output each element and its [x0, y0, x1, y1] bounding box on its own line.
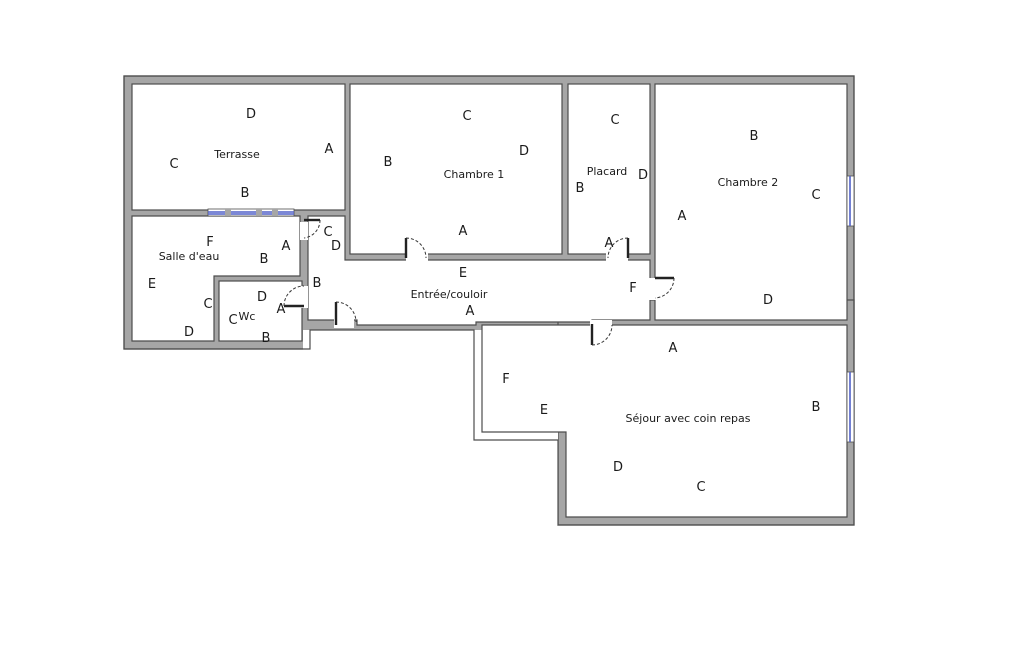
- room-interiors: [131, 83, 848, 518]
- chambre2-window: [846, 175, 855, 227]
- chambre1-wall-label: A: [459, 224, 468, 239]
- chambre2-wall-label: A: [678, 209, 687, 224]
- salle-deau-wall-label: A: [282, 239, 291, 254]
- salle-deau-wall-label: D: [184, 325, 194, 340]
- placard-wall-label: A: [605, 236, 614, 251]
- door-chambre1: [404, 237, 428, 261]
- entree-name: Entrée/couloir: [411, 288, 488, 301]
- chambre1-wall-label: B: [384, 155, 393, 170]
- chambre1-wall-label: D: [519, 144, 529, 159]
- door-salle-deau: [300, 218, 321, 240]
- terrasse-window: [207, 208, 295, 217]
- placard-name: Placard: [587, 165, 628, 178]
- wc-wall-label: D: [257, 290, 267, 305]
- terrasse-wall-label: A: [325, 142, 334, 157]
- door-chambre2: [649, 276, 675, 300]
- salle-deau-room: [131, 215, 301, 342]
- salle-deau-name: Salle d'eau: [159, 250, 220, 263]
- entree-wall-label: C: [323, 225, 332, 240]
- terrasse-wall-label: D: [246, 107, 256, 122]
- doors: [283, 218, 675, 346]
- placard-wall-label: D: [638, 168, 648, 183]
- sejour-window: [846, 371, 855, 443]
- chambre1-wall-label: C: [462, 109, 471, 124]
- placard-wall-label: B: [576, 181, 585, 196]
- chambre2-wall-label: D: [763, 293, 773, 308]
- door-placard: [606, 237, 630, 261]
- sejour-wall-label: A: [669, 341, 678, 356]
- wc-room: [218, 280, 303, 342]
- chambre2-room: [654, 83, 848, 321]
- door-wc: [283, 285, 308, 308]
- entree-wall-label: E: [459, 266, 467, 281]
- wc-wall-label: A: [277, 302, 286, 317]
- chambre1-room: [349, 83, 563, 255]
- placard-room: [567, 83, 651, 255]
- entree-wall-label: F: [629, 281, 636, 296]
- wc-name: Wc: [239, 310, 256, 323]
- chambre2-wall-label: B: [750, 129, 759, 144]
- sejour-wall-label: F: [502, 372, 509, 387]
- door-entrance: [334, 301, 357, 328]
- terrasse-wall-label: B: [241, 186, 250, 201]
- sejour-name: Séjour avec coin repas: [626, 412, 751, 425]
- entree-wall-label: B: [313, 276, 322, 291]
- salle-deau-wall-label: C: [203, 297, 212, 312]
- placard-wall-label: C: [610, 113, 619, 128]
- sejour-wall-label: B: [812, 400, 821, 415]
- entree-wall-label: A: [466, 304, 475, 319]
- sejour-wall-label: D: [613, 460, 623, 475]
- chambre2-wall-label: C: [811, 188, 820, 203]
- entree-wall-label: D: [331, 239, 341, 254]
- wc-wall-label: C: [228, 313, 237, 328]
- salle-deau-wall-label: F: [206, 235, 213, 250]
- windows: [207, 175, 855, 443]
- sejour-wall-label: E: [540, 403, 548, 418]
- door-sejour: [590, 320, 613, 346]
- terrasse-name: Terrasse: [213, 148, 260, 161]
- terrasse-wall-label: C: [169, 157, 178, 172]
- sejour-wall-label: C: [696, 480, 705, 495]
- chambre1-name: Chambre 1: [444, 168, 505, 181]
- chambre2-name: Chambre 2: [718, 176, 779, 189]
- sejour-room: [481, 324, 848, 518]
- terrasse-room: [131, 83, 346, 211]
- wc-wall-label: B: [262, 331, 271, 346]
- salle-deau-wall-label: E: [148, 277, 156, 292]
- salle-deau-wall-label: B: [260, 252, 269, 267]
